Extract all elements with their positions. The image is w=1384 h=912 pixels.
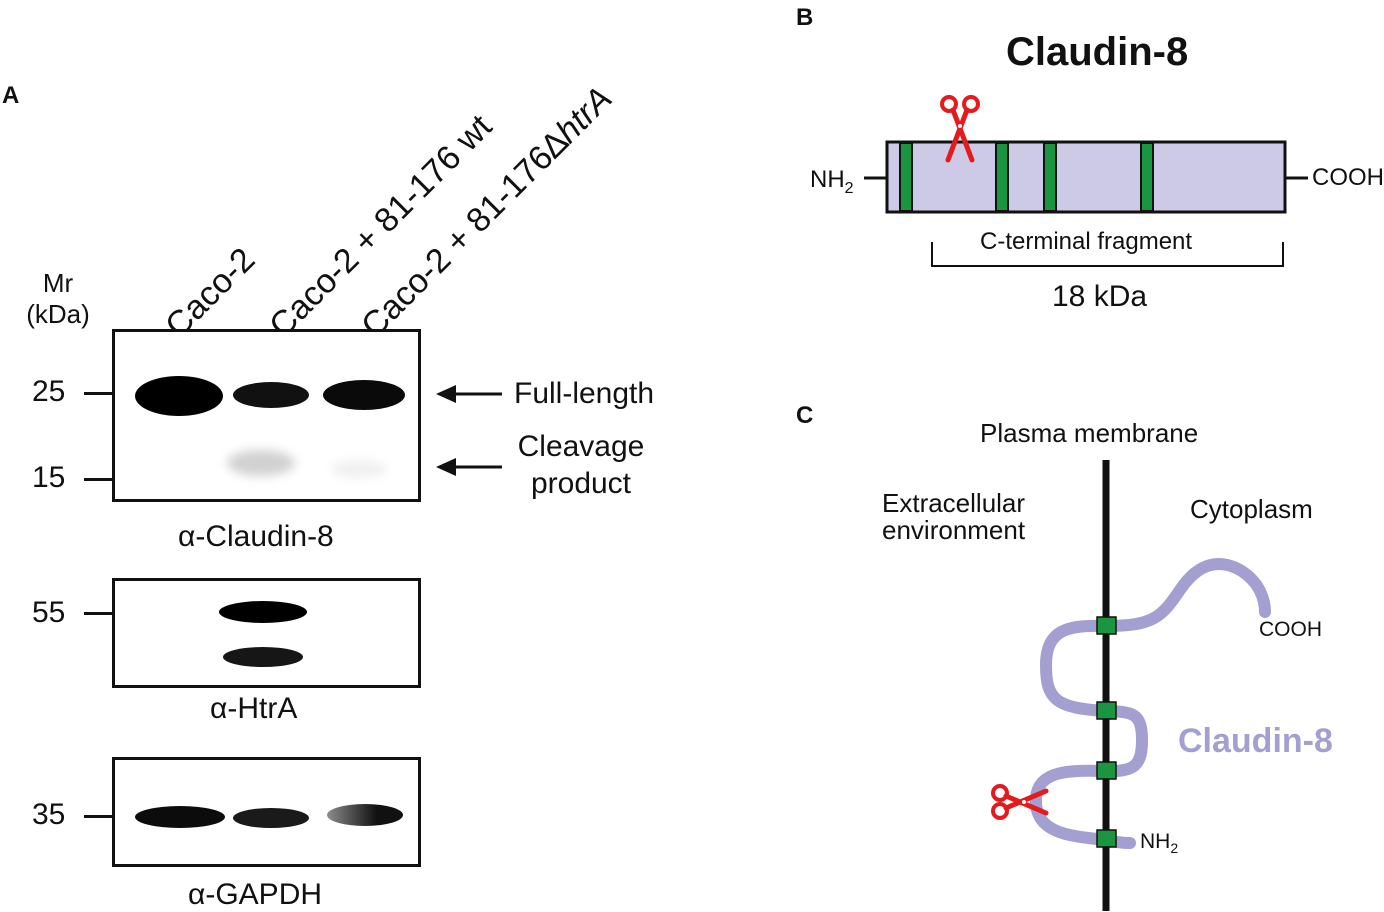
band-full-length-lane3 (323, 380, 405, 410)
label-full-length: Full-length (514, 377, 655, 410)
panel-b-letter: B (796, 4, 814, 31)
label-nh2-b-text: NH (810, 166, 845, 193)
tick-35 (84, 815, 112, 818)
panel-c-letter: C (796, 402, 814, 429)
band-gapdh-lane3 (327, 804, 403, 826)
arrow-full-length (436, 385, 502, 403)
tm-box-2 (1096, 701, 1117, 720)
panel-a-letter: A (2, 82, 20, 109)
tm-box-1 (1096, 616, 1117, 635)
band-cleavage-lane3 (331, 460, 387, 478)
label-cooh-c: COOH (1259, 618, 1322, 641)
tm-domain-3 (1043, 142, 1057, 212)
label-extracellular: Extracellular environment (882, 490, 1025, 544)
label-nh2-c-sub: 2 (1170, 840, 1179, 857)
blot-claudin8 (112, 329, 421, 502)
tm-domain-4 (1140, 142, 1154, 212)
mr-label-line1: Mr (42, 268, 74, 298)
band-full-length-lane2 (233, 382, 309, 408)
label-nh2-c-text: NH (1140, 830, 1171, 853)
scissors-icon-b (940, 95, 980, 163)
band-gapdh-lane1 (135, 806, 225, 828)
label-fragment: C-terminal fragment (980, 228, 1193, 255)
fragment-bracket (931, 242, 1284, 267)
marker-35: 35 (32, 798, 66, 831)
band-full-length-lane1 (135, 376, 223, 416)
label-extracellular-line2: environment (882, 515, 1026, 545)
label-fragment-size: 18 kDa (1052, 280, 1148, 313)
label-cleavage-line2: product (530, 467, 632, 500)
label-cooh-b: COOH (1312, 164, 1384, 191)
label-nh2-c: NH2 (1140, 830, 1178, 856)
tm-box-4 (1096, 829, 1117, 848)
membrane-topology-diagram (991, 460, 1271, 911)
antibody-claudin8: α-Claudin-8 (178, 520, 334, 553)
scissors-icon-c (991, 784, 1049, 820)
label-cytoplasm: Cytoplasm (1190, 494, 1313, 524)
label-plasma-membrane: Plasma membrane (980, 418, 1199, 448)
mr-label: Mr (kDa) (14, 268, 102, 330)
antibody-gapdh: α-GAPDH (188, 878, 323, 911)
tick-25 (84, 392, 112, 395)
mr-label-line2: (kDa) (26, 299, 90, 329)
blot-gapdh (112, 757, 421, 867)
antibody-htra: α-HtrA (210, 692, 298, 725)
marker-55: 55 (32, 596, 66, 629)
marker-15: 15 (32, 461, 66, 494)
label-cleavage-line1: Cleavage (517, 430, 645, 463)
tick-55 (84, 612, 112, 615)
protein-schematic (864, 95, 1308, 267)
tm-domain-1 (899, 142, 913, 212)
band-cleavage-lane2 (227, 450, 295, 476)
protein-bar (885, 140, 1287, 214)
label-extracellular-line1: Extracellular (882, 488, 1026, 518)
panel-b-title: Claudin-8 (1006, 30, 1189, 74)
label-claudin8-c: Claudin-8 (1178, 722, 1333, 760)
band-htra-lower (223, 647, 303, 667)
label-nh2-b-sub: 2 (844, 179, 854, 197)
claudin8-chain (1029, 558, 1271, 849)
tm-domain-2 (995, 142, 1009, 212)
tm-box-3 (1096, 761, 1117, 780)
band-htra-upper (219, 601, 307, 623)
arrow-cleavage (436, 458, 502, 476)
label-nh2-b: NH2 (810, 166, 854, 198)
blot-htra (112, 578, 421, 688)
band-gapdh-lane2 (233, 808, 309, 828)
tick-15 (84, 478, 112, 481)
label-cleavage-product: Cleavage product (506, 428, 656, 502)
marker-25: 25 (32, 375, 66, 408)
